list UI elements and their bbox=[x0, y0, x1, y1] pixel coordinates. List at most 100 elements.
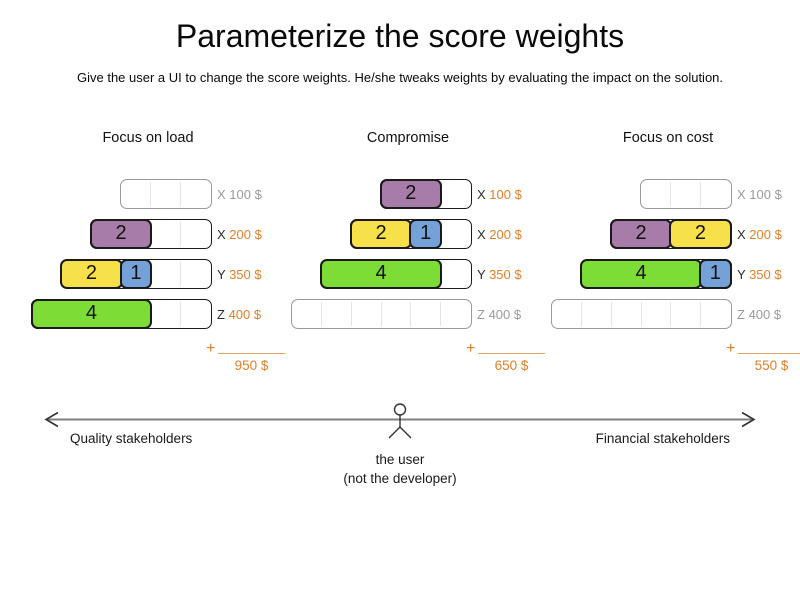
cell-separator bbox=[640, 302, 642, 326]
row-label: X 200 $ bbox=[217, 227, 262, 242]
plus-sign: + bbox=[466, 340, 476, 357]
total-value: 950 $ bbox=[234, 358, 269, 373]
weight-row-box: 4 bbox=[320, 258, 473, 289]
total-value: 650 $ bbox=[494, 358, 529, 373]
cell-separator bbox=[670, 182, 672, 206]
cell-separator bbox=[380, 302, 382, 326]
user-label-line2: (not the developer) bbox=[343, 471, 457, 486]
cell-separator bbox=[700, 302, 701, 326]
row-label: X 200 $ bbox=[477, 227, 522, 242]
weight-block-purple: 2 bbox=[89, 218, 153, 249]
row-price: 100 $ bbox=[489, 187, 522, 202]
row-label: Y 350 $ bbox=[737, 267, 782, 282]
column-title: Compromise bbox=[366, 130, 450, 146]
weight-block-purple: 2 bbox=[379, 178, 442, 209]
quality-stakeholders-label: Quality stakeholders bbox=[70, 431, 193, 446]
row-resource-name: Y bbox=[737, 267, 746, 282]
sum-line bbox=[738, 353, 800, 354]
weight-row-box bbox=[291, 299, 473, 329]
row-price: 200 $ bbox=[489, 227, 522, 242]
row-resource-name: X bbox=[217, 187, 226, 202]
cell-separator bbox=[150, 182, 152, 206]
row-resource-name: X bbox=[477, 227, 486, 242]
financial-stakeholders-label: Financial stakeholders bbox=[595, 431, 730, 446]
row-label: Z 400 $ bbox=[737, 307, 781, 322]
row-label: X 100 $ bbox=[217, 187, 262, 202]
cell-separator bbox=[179, 182, 181, 206]
column-sum: +650 $ bbox=[466, 340, 545, 373]
row-resource-name: X bbox=[477, 187, 486, 202]
cell-separator bbox=[321, 302, 323, 326]
sum-line bbox=[218, 353, 285, 354]
sum-plus-row: + bbox=[726, 340, 800, 357]
weight-block-green: 4 bbox=[320, 258, 442, 289]
row-resource-name: X bbox=[737, 227, 746, 242]
weight-block-green: 4 bbox=[580, 258, 702, 289]
sum-line bbox=[478, 353, 545, 354]
weight-block-green: 4 bbox=[30, 298, 153, 329]
row-resource-name: Z bbox=[737, 307, 745, 322]
weight-row-box bbox=[640, 179, 733, 209]
plus-sign: + bbox=[206, 340, 216, 357]
cell-separator bbox=[699, 182, 701, 206]
cell-separator bbox=[440, 302, 441, 326]
weight-block-yellow: 2 bbox=[60, 258, 123, 289]
cell-separator bbox=[410, 302, 412, 326]
user-label: the user (not the developer) bbox=[0, 450, 800, 488]
column-sum: +950 $ bbox=[206, 340, 285, 373]
column-title: Focus on cost bbox=[622, 130, 714, 146]
weight-block-yellow: 2 bbox=[349, 218, 413, 249]
row-price: 350 $ bbox=[489, 267, 522, 282]
row-price: 400 $ bbox=[748, 307, 782, 322]
cell-separator bbox=[180, 302, 181, 326]
right-arrowhead-icon bbox=[741, 411, 756, 428]
row-resource-name: Z bbox=[217, 307, 225, 322]
weight-row-box: 2 bbox=[379, 178, 473, 209]
row-resource-name: Y bbox=[477, 267, 486, 282]
row-resource-name: X bbox=[737, 187, 746, 202]
row-price: 200 $ bbox=[229, 227, 262, 242]
cell-separator bbox=[610, 302, 612, 326]
row-price: 400 $ bbox=[488, 307, 522, 322]
cell-separator bbox=[670, 302, 672, 326]
cell-separator bbox=[581, 302, 583, 326]
cell-separator bbox=[350, 302, 352, 326]
weight-row-box: 4 bbox=[30, 298, 213, 329]
cell-separator bbox=[179, 222, 181, 246]
row-label: Z 400 $ bbox=[217, 307, 261, 322]
row-resource-name: X bbox=[217, 227, 226, 242]
row-label: X 200 $ bbox=[737, 227, 782, 242]
page-subtitle: Give the user a UI to change the score w… bbox=[76, 70, 724, 85]
left-arrowhead-icon bbox=[44, 411, 59, 428]
weight-block-blue: 1 bbox=[698, 258, 732, 289]
row-label: Y 350 $ bbox=[217, 267, 262, 282]
column-title: Focus on load bbox=[102, 130, 194, 146]
row-price: 350 $ bbox=[229, 267, 262, 282]
row-price: 100 $ bbox=[229, 187, 262, 202]
weight-block-blue: 1 bbox=[409, 218, 442, 249]
row-price: 400 $ bbox=[228, 307, 262, 322]
row-price: 350 $ bbox=[749, 267, 782, 282]
row-price: 200 $ bbox=[749, 227, 782, 242]
row-resource-name: Z bbox=[477, 307, 485, 322]
row-price: 100 $ bbox=[749, 187, 782, 202]
sum-plus-row: + bbox=[466, 340, 545, 357]
weight-row-box bbox=[551, 299, 733, 329]
weight-row-box bbox=[120, 179, 213, 209]
user-label-line1: the user bbox=[375, 452, 425, 467]
row-label: Z 400 $ bbox=[477, 307, 521, 322]
weight-block-purple: 2 bbox=[609, 218, 673, 249]
sum-plus-row: + bbox=[206, 340, 285, 357]
column-sum: +550 $ bbox=[726, 340, 800, 373]
row-resource-name: Y bbox=[217, 267, 226, 282]
plus-sign: + bbox=[726, 340, 736, 357]
weight-block-yellow: 2 bbox=[669, 218, 732, 249]
